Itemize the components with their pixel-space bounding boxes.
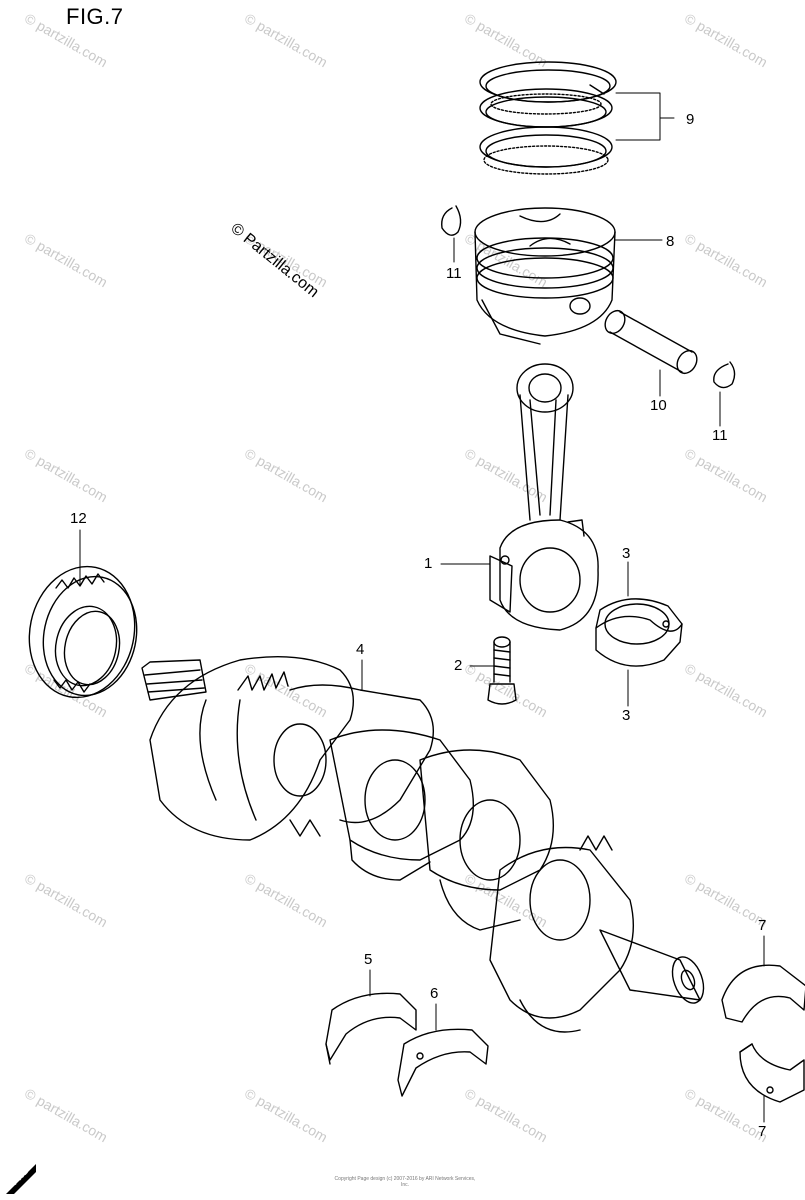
- callout-4: 4: [356, 641, 365, 658]
- callout-8: 8: [666, 233, 675, 250]
- piston-pin-drawing: [604, 309, 698, 375]
- callout-11-left: 11: [446, 265, 462, 282]
- callout-7-top: 7: [758, 917, 767, 934]
- conrod-bearings-drawing: [595, 598, 683, 667]
- callout-2: 2: [454, 657, 463, 674]
- fwd-label: FWD: [9, 1165, 32, 1187]
- fwd-badge: FWD: [4, 1160, 38, 1194]
- piston-drawing: [474, 207, 616, 345]
- callout-5: 5: [364, 951, 373, 968]
- callout-3-top: 3: [622, 545, 631, 562]
- crankshaft-drawing: [141, 655, 705, 1033]
- callout-10: 10: [650, 397, 667, 414]
- main-bearings-drawing: [721, 964, 805, 1103]
- callout-3-bottom: 3: [622, 707, 631, 724]
- rod-bolt-drawing: [487, 636, 517, 705]
- callout-12: 12: [70, 510, 87, 527]
- fine-print-copyright: Copyright Page design (c) 2007-2016 by A…: [334, 1176, 476, 1188]
- callout-11-right: 11: [712, 427, 728, 444]
- piston-pin-clips-drawing: [441, 205, 736, 389]
- thrust-bearing-6-drawing: [397, 1028, 489, 1097]
- callout-6: 6: [430, 985, 439, 1002]
- leader-lines: [79, 92, 765, 1123]
- callout-9: 9: [686, 111, 695, 128]
- callout-1: 1: [424, 555, 433, 572]
- connecting-rod-drawing: [489, 363, 599, 631]
- fwd-badge-shape: [6, 1164, 36, 1194]
- crank-gear-drawing: [28, 565, 138, 699]
- thrust-bearing-5-drawing: [325, 992, 417, 1065]
- callout-7-bottom: 7: [758, 1123, 767, 1140]
- figure-title: FIG.7: [66, 4, 124, 29]
- piston-rings-drawing: [479, 61, 617, 175]
